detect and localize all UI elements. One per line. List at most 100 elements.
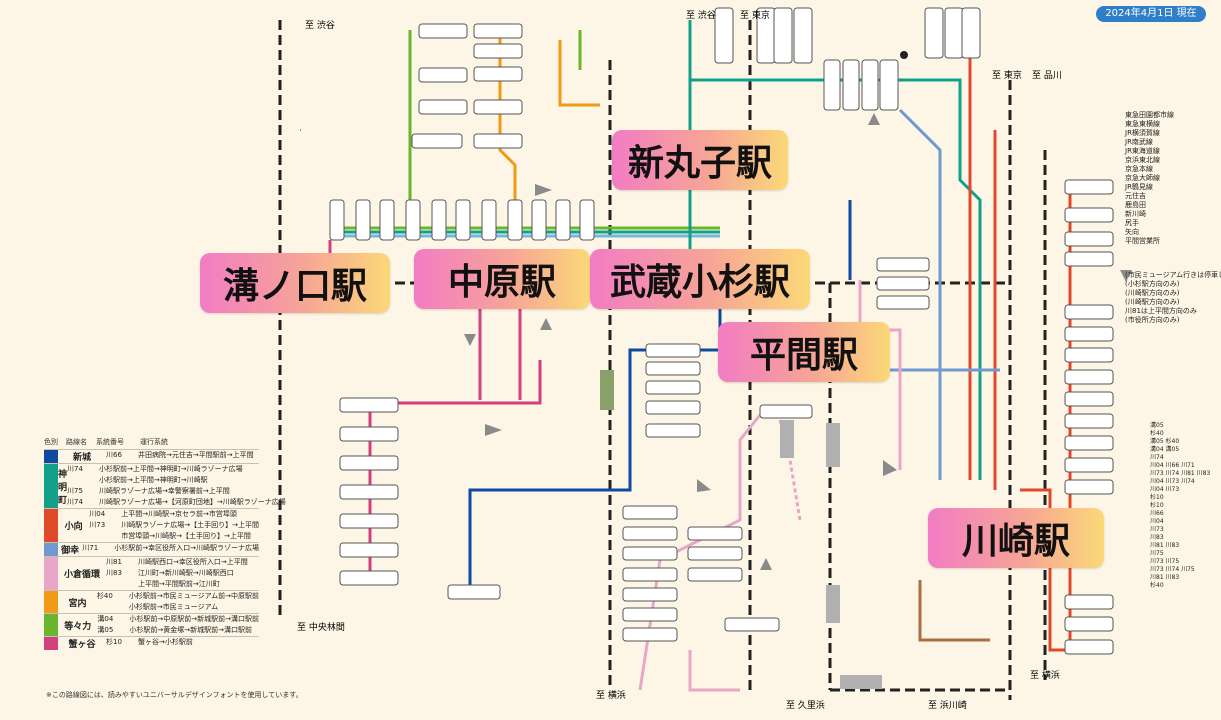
direction-label: 至 品川 <box>1032 71 1062 81</box>
legend-route-desc: 上平間→川崎駅→京セラ前→市営埠頭 <box>121 510 237 518</box>
arrow-icon <box>464 334 476 346</box>
legend-route-code: 川71 <box>82 544 99 552</box>
legend-route-desc: 上平間→平間駅前→江川町 <box>138 580 220 588</box>
legend-route-desc: 市営埠頭→川崎駅→【土手回り】→上平間 <box>121 532 251 540</box>
station-label-nakahara: 中原駅 <box>414 249 590 309</box>
stop-marker <box>473 66 523 82</box>
route-number-label: 川04 <box>1150 518 1164 525</box>
route-number-label: 溝04 溝05 <box>1150 446 1180 453</box>
stop-marker <box>879 59 899 111</box>
legend-route-code <box>97 602 129 613</box>
stop-marker <box>1064 179 1114 195</box>
arrow-icon <box>868 113 880 125</box>
route-number-label: 川66 <box>1150 510 1164 517</box>
stop-marker <box>714 7 734 64</box>
stop-marker <box>455 199 471 241</box>
legend-route-desc: 小杉駅前→幸区役所入口→川崎駅ラゾーナ広場 <box>114 544 259 552</box>
legend-rows: 川81 川崎駅西口→幸区役所入口→上平間川83 江川町→新川崎駅→川崎駅西口上平間→… <box>106 557 259 590</box>
stop-marker <box>944 7 964 59</box>
legend-route-code: 川81 <box>106 558 122 566</box>
legend-route-desc: 小杉駅前→市民ミュージアム前→中原駅前 <box>128 592 259 600</box>
route-number-label: 杉10 <box>1150 502 1164 509</box>
stop-marker <box>1064 594 1114 610</box>
arrow-icon <box>697 479 711 492</box>
direction-label: 至 浜川崎 <box>928 701 967 711</box>
stop-marker <box>339 397 399 413</box>
legend-route-desc: 蟹ヶ谷→小杉駅前 <box>138 638 193 646</box>
route-number-label: 杉40 <box>1150 582 1164 589</box>
legend-route-code <box>67 475 99 486</box>
stop-marker <box>1064 457 1114 473</box>
stop-marker <box>431 199 447 241</box>
legend-route-desc: 小杉駅前→上平間→神明町→川崎駅 <box>99 476 208 484</box>
legend-row: 川04 上平間→川崎駅→京セラ前→市営埠頭 <box>89 509 259 520</box>
railway-line-label: JR東海道線 <box>1125 147 1160 155</box>
legend-row: 川83 江川町→新川崎駅→川崎駅西口 <box>106 568 259 579</box>
station-label-hirama: 平間駅 <box>718 322 890 382</box>
route-number-label: 川81 川83 <box>1150 542 1180 549</box>
route-number-label: 川83 <box>1150 534 1164 541</box>
legend-route-desc: 江川町→新川崎駅→川崎駅西口 <box>138 569 234 577</box>
railway-line-label: 京急大師線 <box>1125 174 1160 182</box>
legend-header-cell: 系統番号 <box>96 438 124 446</box>
route-magenta-c <box>340 360 542 405</box>
legend-row: 川81 川崎駅西口→幸区役所入口→上平間 <box>106 557 259 568</box>
legend-header-cell: 運行系統 <box>140 438 168 446</box>
railway-line-label: 矢向 <box>1125 228 1139 236</box>
stop-marker <box>645 380 701 395</box>
legend-route-desc: 川崎駅ラゾーナ広場→【土手回り】→上平間 <box>121 521 259 529</box>
legend-route-code: 川74 <box>67 498 83 506</box>
stop-marker <box>418 67 468 83</box>
railway-line-label: 平間営業所 <box>1125 237 1160 245</box>
legend-route-code: 川75 <box>67 487 83 495</box>
route-number-label: 川04 川73 <box>1150 486 1180 493</box>
stop-marker <box>687 567 743 582</box>
legend-header-cell: 色別 <box>44 438 58 446</box>
legend-route-code: 川04 <box>89 510 106 518</box>
stop-marker <box>876 295 930 310</box>
stop-marker <box>622 546 678 561</box>
route-pink-b <box>638 414 762 691</box>
arrow-icon <box>540 318 552 330</box>
stop-marker <box>876 276 930 291</box>
station-label-shinmaruko: 新丸子駅 <box>612 130 788 190</box>
stop-marker <box>379 199 395 241</box>
arrow-icon <box>485 424 502 436</box>
railway-line-label: 東急東横線 <box>1125 120 1160 128</box>
legend-route-code: 川83 <box>106 569 122 577</box>
legend-route-desc: 小杉駅前→黄金塚→新城駅前→溝口駅前 <box>129 626 252 634</box>
stop-marker <box>861 59 879 111</box>
stop-marker <box>1064 479 1114 495</box>
stop-marker <box>961 7 981 59</box>
arrow-icon <box>1120 270 1132 282</box>
route-pink-c <box>688 650 740 692</box>
stop-marker <box>1064 369 1114 385</box>
route-number-label: 溝05 杉40 <box>1150 438 1180 445</box>
legend-row: 小杉駅前→上平間→神明町→川崎駅 <box>67 475 286 486</box>
station-label-musashikosugi: 武蔵小杉駅 <box>590 249 810 309</box>
stop-marker <box>473 43 523 59</box>
legend-route-desc: 小杉駅前→市民ミュージアム <box>128 603 219 611</box>
route-orange-b <box>558 40 600 107</box>
legend-route-desc: 川崎駅ラゾーナ広場→【河原町団地】→川崎駅ラゾーナ広場 <box>99 498 286 506</box>
stop-marker <box>339 542 399 558</box>
railway-line-label: 東急田園都市線 <box>1125 111 1174 119</box>
arrow-icon <box>760 558 772 570</box>
stop-marker <box>687 546 743 561</box>
direction-label: 至 渋谷 <box>305 21 335 31</box>
stop-marker <box>622 526 678 541</box>
stop-marker <box>645 343 701 358</box>
legend-route-desc: 川崎駅西口→幸区役所入口→上平間 <box>138 558 248 566</box>
legend-route-code: 川74 <box>67 465 83 473</box>
